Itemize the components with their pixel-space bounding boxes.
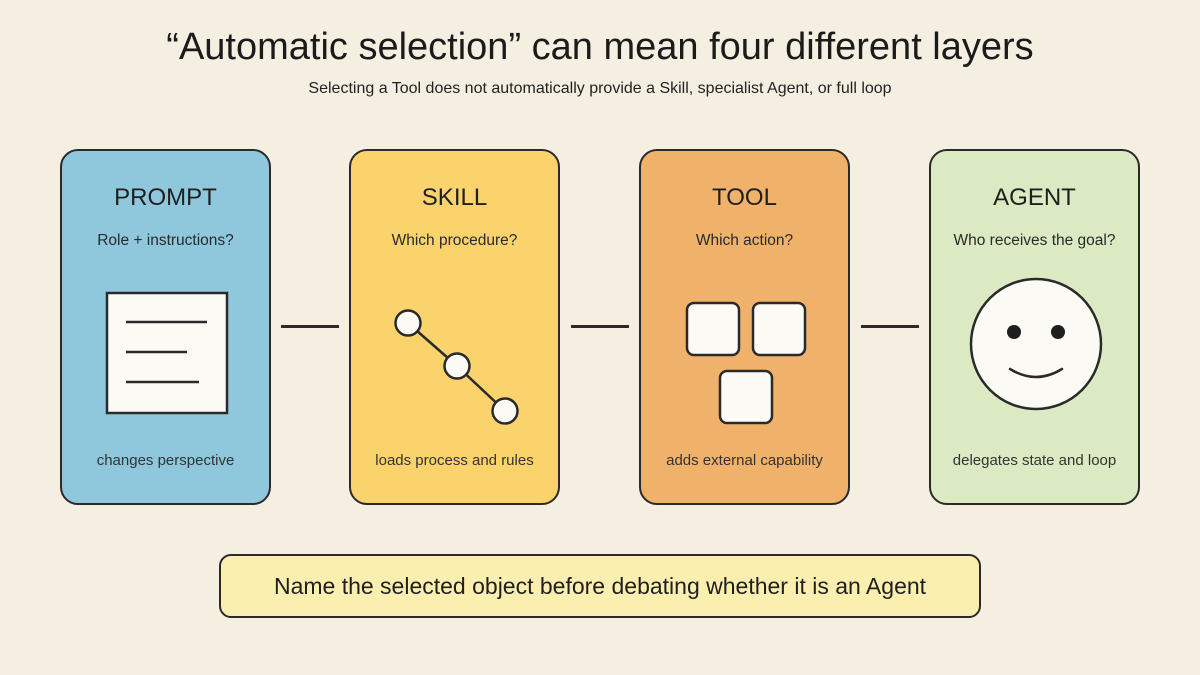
skill-card: SKILL Which procedure? loads process and… (349, 149, 560, 505)
card-question: Which procedure? (391, 232, 518, 249)
blocks-icon (685, 301, 807, 425)
callout-text: Name the selected object before debating… (273, 572, 927, 599)
card-footer: adds external capability (666, 452, 823, 469)
card-footer: changes perspective (96, 452, 235, 469)
card-title: PROMPT (114, 184, 217, 211)
page-subtitle: Selecting a Tool does not automatically … (308, 80, 892, 97)
agent-card: AGENT Who receives the goal? delegates s… (929, 149, 1140, 505)
card-question: Who receives the goal? (953, 232, 1116, 249)
card-question: Which action? (695, 232, 794, 249)
smiley-face-icon (969, 277, 1103, 411)
connector-line (281, 325, 339, 328)
tool-card: TOOL Which action? adds external capabil… (639, 149, 850, 505)
prompt-card: PROMPT Role + instructions? changes pers… (60, 149, 271, 505)
page-title: “Automatic selection” can mean four diff… (166, 26, 1034, 68)
card-question: Role + instructions? (97, 232, 234, 249)
connector-line (571, 325, 629, 328)
card-footer: loads process and rules (375, 452, 534, 469)
card-title: AGENT (993, 184, 1076, 211)
document-icon (105, 291, 229, 415)
card-title: SKILL (421, 184, 488, 211)
card-title: TOOL (712, 184, 777, 211)
callout-banner: Name the selected object before debating… (219, 554, 981, 618)
card-footer: delegates state and loop (952, 452, 1117, 469)
connected-steps-icon (394, 309, 519, 425)
connector-line (861, 325, 919, 328)
